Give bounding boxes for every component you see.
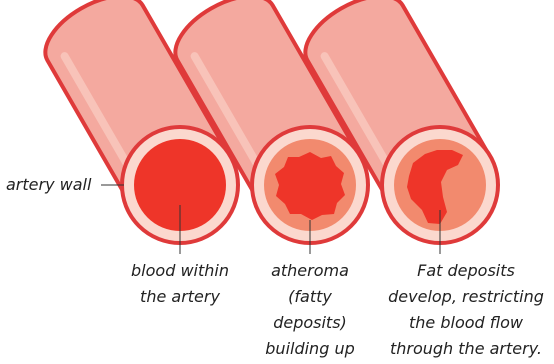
fat-deposits-label: Fat deposits develop, restricting the bl… [380,258,552,362]
blood-label-line2: the artery [115,284,245,310]
atheroma-label: atheroma (fatty deposits) building up [250,258,370,362]
atheroma-label-line4: building up [250,336,370,362]
atheroma-label-line2: (fatty [250,284,370,310]
blood-label: blood within the artery [115,258,245,310]
fat-label-line1: Fat deposits [380,258,552,284]
fat-label-line2: develop, restricting [380,284,552,310]
artery-wall-label: artery wall [6,172,91,198]
blood-label-line1: blood within [115,258,245,284]
atheroma-label-line3: deposits) [250,310,370,336]
atheroma-label-line1: atheroma [250,258,370,284]
fat-label-line3: the blood flow [380,310,552,336]
fat-label-line4: through the artery. [380,336,552,362]
